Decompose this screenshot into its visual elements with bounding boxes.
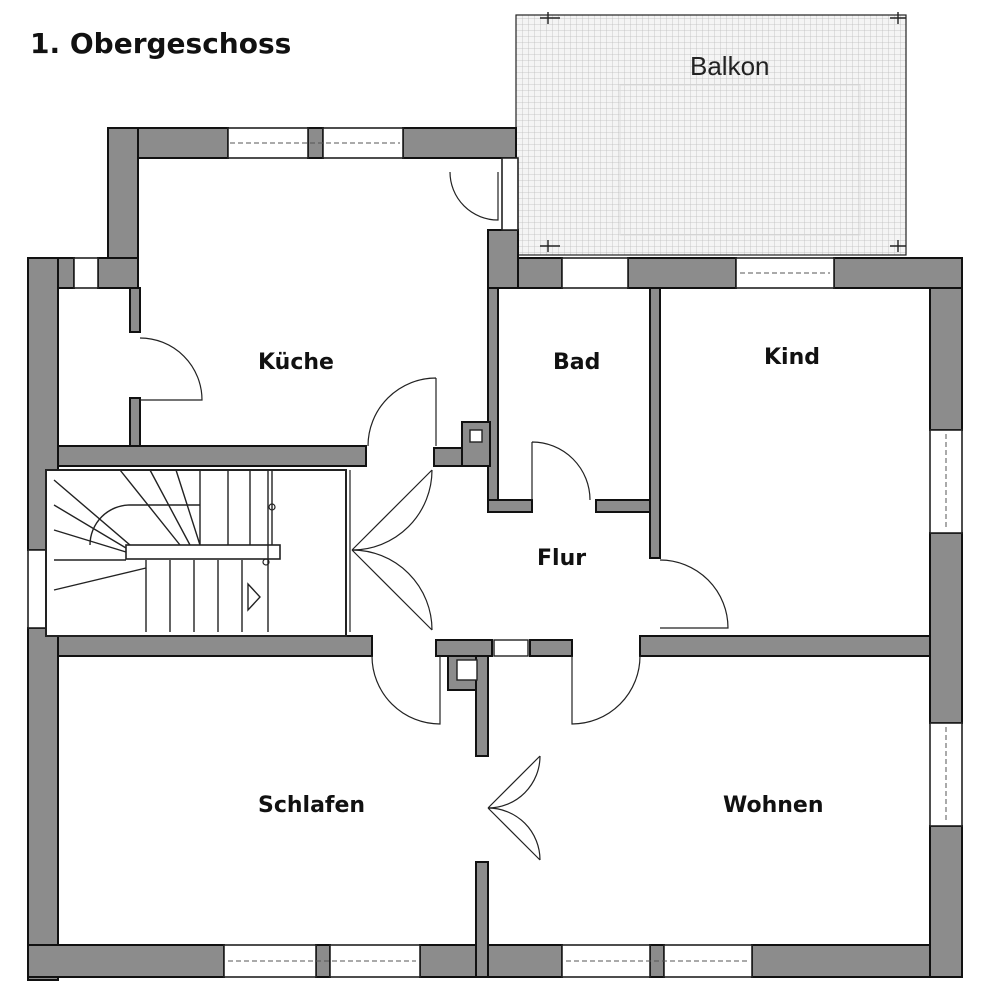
shaft: [493, 639, 529, 657]
door-swing: [531, 441, 591, 501]
balcony-label: Balkon: [690, 51, 770, 81]
door-swing: [351, 469, 433, 551]
inner-walls: [57, 287, 931, 978]
wall-segment: [627, 257, 737, 289]
room-label-flur: Flur: [537, 546, 586, 571]
wall-segment: [929, 825, 963, 978]
balcony-floor: [515, 14, 907, 256]
door-swing: [371, 655, 441, 725]
balcony-shade: [619, 84, 861, 236]
wall-segment: [27, 627, 59, 981]
window: [73, 257, 99, 289]
wall-segment: [57, 445, 367, 467]
window: [561, 257, 629, 289]
stair-path: [89, 504, 200, 546]
window: [501, 157, 519, 231]
wall-segment: [57, 635, 373, 657]
wall-segment: [833, 257, 963, 289]
windows: [27, 127, 963, 978]
outer-walls: [27, 127, 963, 981]
wall-segment: [475, 655, 489, 757]
door-swing: [449, 171, 499, 221]
wall-segment: [487, 287, 499, 511]
plan-title: 1. Obergeschoss: [30, 27, 291, 60]
stair-treads: [119, 469, 273, 546]
wall-segment: [435, 639, 493, 657]
stair-post: [268, 503, 276, 511]
room-labels: Küche Bad Kind Flur Schlafen Wohnen: [258, 345, 824, 818]
shaft: [469, 429, 483, 443]
wall-segment: [475, 861, 489, 978]
stair-post: [262, 558, 270, 566]
door-swing: [659, 559, 729, 629]
wall-segment: [487, 499, 533, 513]
door-swing: [139, 337, 203, 401]
wall-segment: [402, 127, 517, 159]
wall-segment: [639, 635, 931, 657]
door-swing: [487, 755, 541, 809]
wall-segment: [461, 421, 491, 467]
room-label-wohnen: Wohnen: [723, 793, 824, 818]
wall-segment: [27, 944, 225, 978]
room-label-schlafen: Schlafen: [258, 793, 365, 818]
wall-segment: [529, 639, 573, 657]
room-label-kueche: Küche: [258, 350, 334, 375]
wall-segment: [97, 257, 139, 289]
balcony-posts: [540, 12, 906, 252]
room-label-bad: Bad: [553, 350, 600, 375]
wall-segment: [129, 287, 141, 333]
wall-segment: [419, 944, 563, 978]
door-swing: [571, 655, 641, 725]
wall-segment: [487, 229, 519, 289]
stair-arrow: [247, 582, 261, 612]
stair-treads: [145, 560, 243, 632]
stair-well: [45, 469, 347, 637]
staircase: [45, 469, 347, 637]
wall-segment: [129, 397, 141, 447]
door-swing: [487, 807, 541, 861]
balcony: Balkon: [515, 12, 907, 256]
stair-landing: [125, 544, 281, 560]
room-label-kind: Kind: [764, 345, 820, 370]
shaft: [456, 659, 478, 681]
wall-segment: [595, 499, 657, 513]
door-swing: [351, 549, 433, 631]
wall-segment: [649, 287, 661, 559]
doors: [139, 171, 729, 861]
door-swing: [367, 377, 437, 447]
wall-segment: [929, 532, 963, 724]
